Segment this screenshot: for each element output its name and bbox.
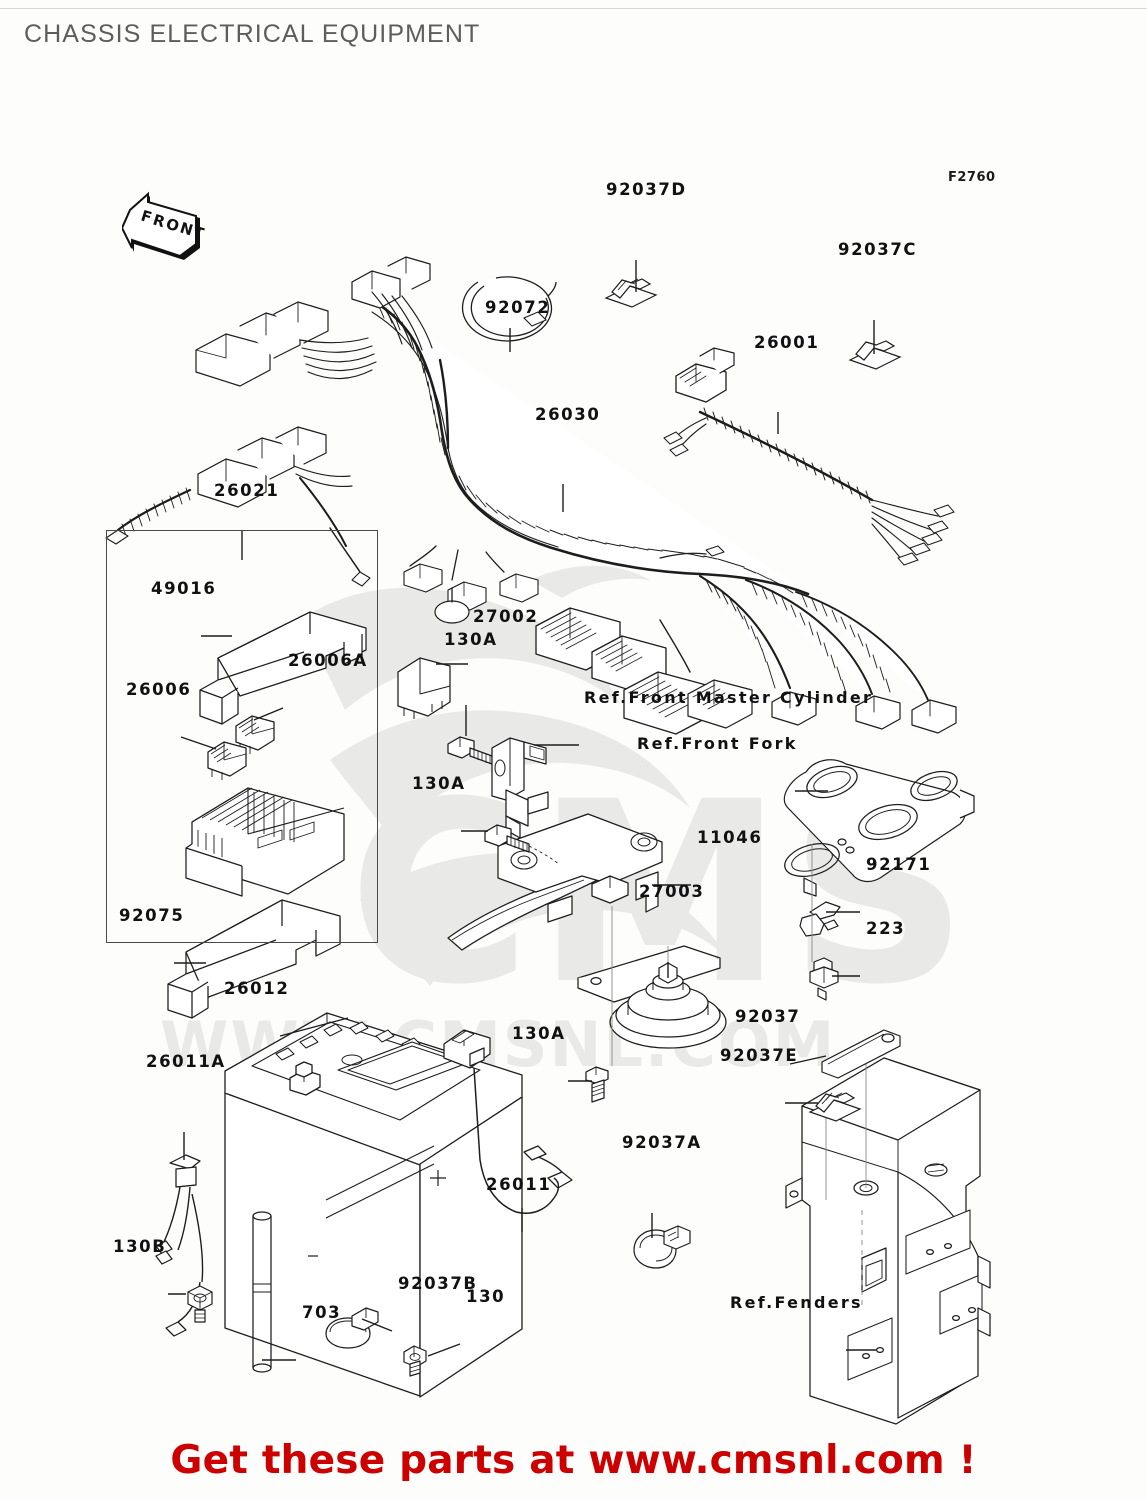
callout-26012: 26012 [224, 979, 290, 998]
callout-92037b: 92037B [398, 1274, 478, 1293]
callout-26006a: 26006A [288, 651, 368, 670]
callout-92037c: 92037C [838, 240, 918, 259]
footer-banner: Get these parts at www.cmsnl.com ! [170, 1438, 977, 1483]
sheet-code: F2760 [948, 170, 996, 185]
callout-130a: 130A [444, 630, 498, 649]
callout-92037: 92037 [735, 1007, 801, 1026]
page-title: CHASSIS ELECTRICAL EQUIPMENT [24, 20, 481, 48]
callout-49016: 49016 [151, 579, 217, 598]
callout-ref-fenders: Ref.Fenders [730, 1293, 863, 1312]
callout-223: 223 [866, 919, 906, 938]
callout-92072: 92072 [485, 298, 551, 317]
callout-92037e: 92037E [720, 1046, 799, 1065]
callout-130a: 130A [412, 774, 466, 793]
svg-text:N: N [178, 219, 196, 240]
callout-26001: 26001 [754, 333, 820, 352]
group-box-26021 [106, 530, 378, 943]
callout-130: 130 [466, 1287, 506, 1306]
callout-92037a: 92037A [622, 1133, 702, 1152]
callout-92037d: 92037D [606, 180, 687, 199]
front-direction-icon: F R O N T [120, 190, 214, 270]
callout-26011: 26011 [486, 1175, 552, 1194]
callout-130b: 130B [113, 1237, 167, 1256]
callout-26030: 26030 [535, 405, 601, 424]
callout-26006: 26006 [126, 680, 192, 699]
callout-130a: 130A [512, 1024, 566, 1043]
callout-27003: 27003 [639, 882, 705, 901]
callout-11046: 11046 [697, 828, 763, 847]
callout-703: 703 [302, 1303, 342, 1322]
callout-26011a: 26011A [146, 1052, 226, 1071]
callout-27002: 27002 [473, 607, 539, 626]
svg-text:T: T [191, 223, 207, 243]
header-divider [0, 8, 1147, 9]
callout-ref-front-fork: Ref.Front Fork [637, 734, 798, 753]
callout-ref-front-master-cylinder: Ref.Front Master Cylinder [584, 688, 874, 707]
callout-92075: 92075 [119, 906, 185, 925]
callout-26021: 26021 [214, 481, 280, 500]
front-label-text: F [139, 207, 155, 228]
svg-text:R: R [151, 211, 168, 232]
svg-text:O: O [164, 215, 182, 236]
callout-92171: 92171 [866, 855, 932, 874]
